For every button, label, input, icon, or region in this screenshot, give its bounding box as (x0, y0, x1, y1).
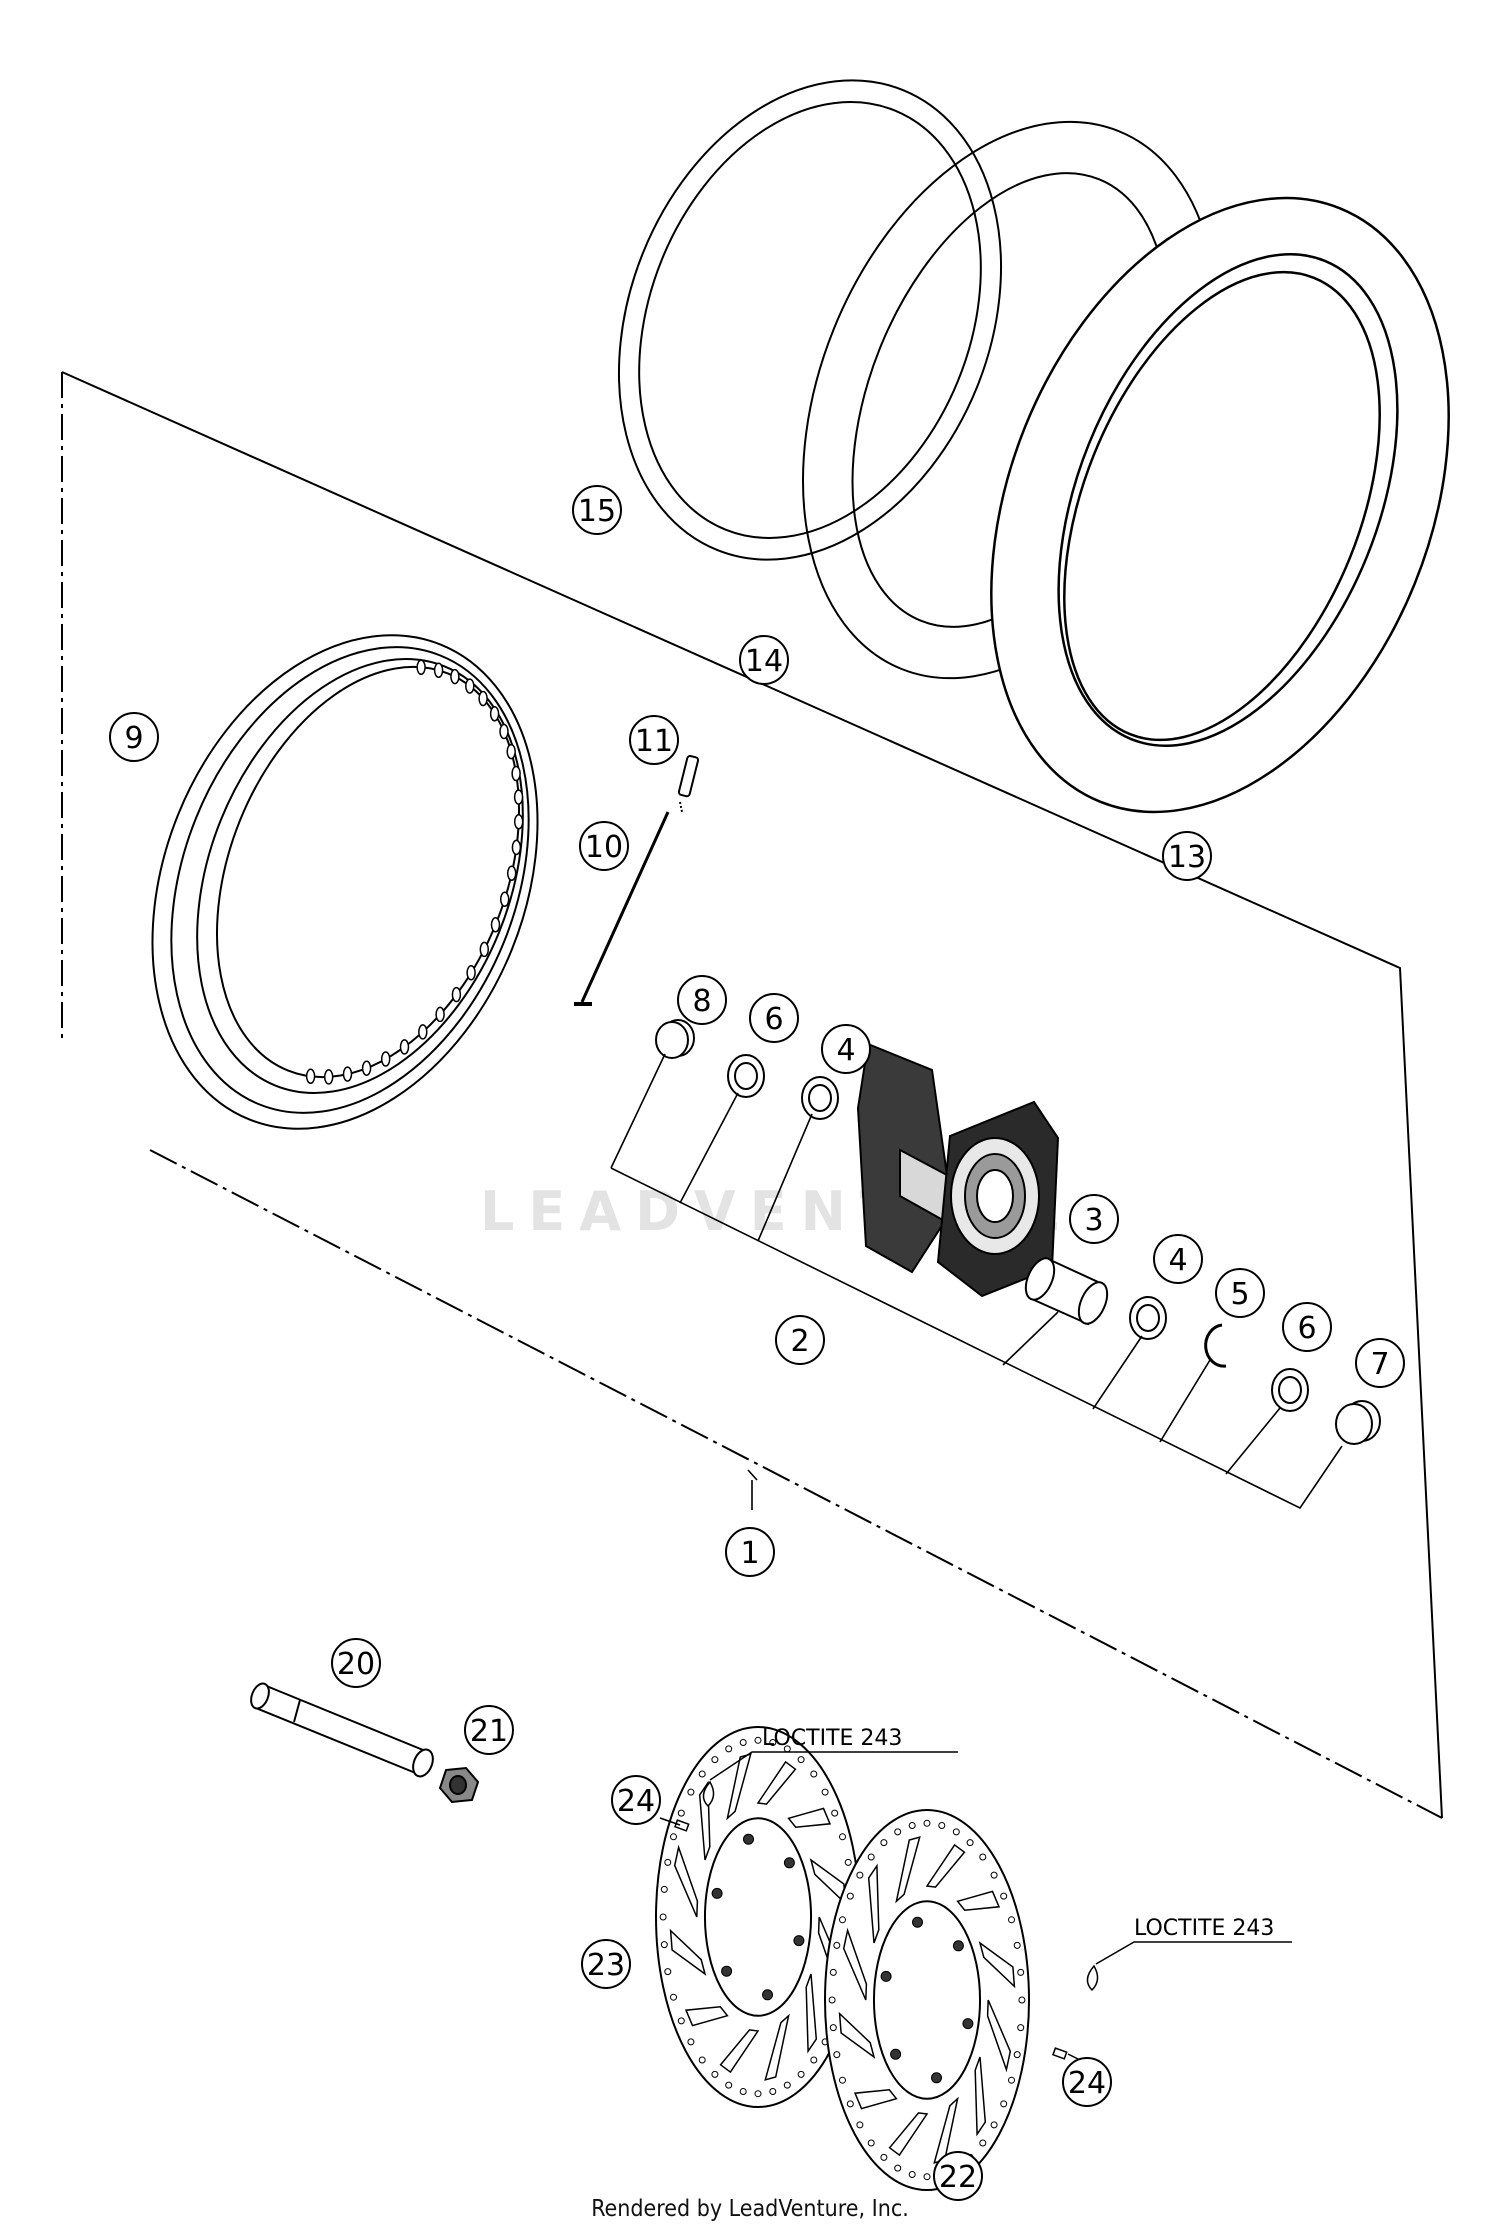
callout-24b: 24 (1062, 2057, 1112, 2107)
callout-10: 10 (579, 821, 629, 871)
callout-23: 23 (581, 1939, 631, 1989)
rim-hole (479, 941, 490, 958)
rim-spoke-holes (305, 659, 524, 1085)
callout-7: 7 (1355, 1338, 1405, 1388)
svg-text:13: 13 (1168, 840, 1206, 875)
svg-text:20: 20 (337, 1647, 375, 1682)
callout-15: 15 (572, 485, 622, 535)
footer-credit: Rendered by LeadVenture, Inc. (591, 2196, 909, 2222)
svg-text:6: 6 (764, 1002, 783, 1037)
rim-hole (506, 743, 516, 760)
callout-22: 22 (933, 2151, 983, 2201)
callout-13: 13 (1162, 831, 1212, 881)
rim-hole (489, 706, 500, 722)
rim-hole (433, 662, 444, 679)
rim-hole (466, 965, 476, 981)
rim-hole (305, 1068, 316, 1085)
disc-screws (674, 1780, 1099, 2060)
callout-6a: 6 (749, 993, 799, 1043)
bearing-parts (655, 1019, 1381, 1445)
svg-text:15: 15 (578, 494, 616, 529)
rim-hole (499, 723, 509, 740)
svg-text:3: 3 (1084, 1203, 1103, 1238)
rim-hole (361, 1060, 372, 1076)
rim-hole (465, 678, 475, 694)
svg-text:21: 21 (470, 1714, 508, 1749)
rim-hole (380, 1051, 391, 1067)
tire-13 (990, 196, 1450, 814)
callout-6b: 6 (1282, 1302, 1332, 1352)
rim-hole (506, 865, 517, 882)
callouts: 1 2 3 4 4 5 6 6 7 8 9 10 11 13 14 15 20 … (109, 485, 1405, 2201)
svg-text:24: 24 (1068, 2066, 1106, 2101)
callout-9: 9 (109, 712, 159, 762)
rim-hole (399, 1039, 410, 1055)
loctite-note-left: LOCTITE 243 (762, 1726, 902, 1751)
svg-text:23: 23 (587, 1948, 625, 1983)
rim-hole (499, 891, 510, 908)
rim-hole (511, 765, 521, 782)
callout-2: 2 (775, 1315, 825, 1365)
rim (151, 634, 539, 1130)
assembly-plane (61, 371, 1443, 1819)
svg-text:11: 11 (635, 724, 673, 759)
svg-text:4: 4 (836, 1033, 855, 1068)
callout-4a: 4 (821, 1024, 871, 1074)
loctite-leaders (659, 1751, 1292, 2061)
callout-20: 20 (331, 1638, 381, 1688)
spoke-nipple (677, 755, 700, 813)
rim-hole (513, 814, 524, 830)
svg-text:10: 10 (585, 830, 623, 865)
rim-hole (435, 1006, 445, 1023)
rim-hole (511, 839, 522, 856)
rim-hole (450, 668, 460, 685)
svg-text:2: 2 (790, 1324, 809, 1359)
rim-hole (342, 1066, 353, 1082)
rim-hole (416, 659, 426, 676)
svg-text:5: 5 (1230, 1277, 1249, 1312)
callout-4b: 4 (1153, 1234, 1203, 1284)
callout-3: 3 (1069, 1194, 1119, 1244)
assembly-brackets (610, 1053, 1343, 1510)
callout-8: 8 (677, 975, 727, 1025)
axle (250, 1682, 434, 1778)
svg-text:8: 8 (692, 984, 711, 1019)
svg-text:6: 6 (1297, 1311, 1316, 1346)
rim-hole (513, 789, 524, 805)
svg-text:1: 1 (740, 1536, 759, 1571)
rim-hole (451, 986, 462, 1003)
callout-11: 11 (629, 715, 679, 765)
brake-disc-22 (824, 1809, 1030, 2191)
callout-24a: 24 (611, 1775, 661, 1825)
svg-text:9: 9 (124, 721, 143, 756)
rim-hole (490, 917, 501, 933)
rim-hole (323, 1069, 334, 1085)
svg-text:7: 7 (1370, 1347, 1389, 1382)
callout-14: 14 (739, 635, 789, 685)
svg-text:4: 4 (1168, 1243, 1187, 1278)
svg-text:14: 14 (745, 644, 783, 679)
brake-disc-23 (655, 1726, 861, 2108)
callout-1: 1 (725, 1527, 775, 1577)
svg-text:24: 24 (617, 1784, 655, 1819)
rim-hole (418, 1024, 428, 1040)
rim-hole (478, 690, 488, 707)
callout-21: 21 (464, 1705, 514, 1755)
hub (856, 1042, 1060, 1298)
tire-15 (617, 79, 1003, 561)
svg-text:22: 22 (939, 2160, 977, 2195)
callout-5: 5 (1215, 1268, 1265, 1318)
axle-nut (438, 1766, 480, 1804)
loctite-note-right: LOCTITE 243 (1134, 1916, 1274, 1941)
spoke (574, 811, 670, 1006)
